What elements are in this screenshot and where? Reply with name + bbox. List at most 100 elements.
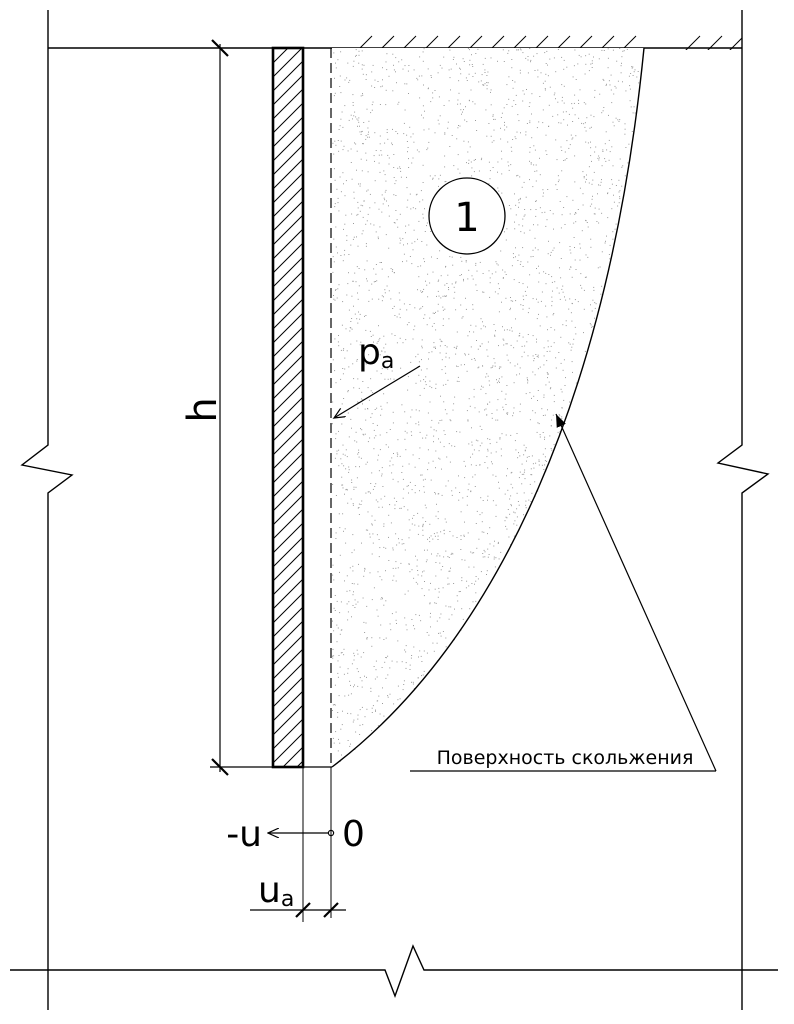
stipple-dot [353,305,354,307]
stipple-dot [536,356,538,357]
stipple-dot [546,372,548,374]
stipple-dot [383,715,385,717]
stipple-dot [528,456,530,457]
stipple-dot [519,367,521,369]
stipple-dot [391,613,393,615]
stipple-dot [566,140,568,142]
stipple-dot [441,468,442,470]
stipple-dot [358,503,360,505]
stipple-dot [363,122,365,123]
stipple-dot [475,159,476,160]
stipple-dot [396,82,397,84]
stipple-dot [460,68,461,70]
stipple-dot [355,143,357,145]
stipple-dot [573,237,575,238]
stipple-dot [424,581,425,582]
stipple-dot [546,219,548,221]
stipple-dot [439,115,441,117]
stipple-dot [519,69,521,71]
stipple-dot [334,203,336,205]
stipple-dot [619,196,621,198]
stipple-dot [624,175,626,177]
stipple-dot [355,116,357,118]
stipple-dot [361,233,363,235]
stipple-dot [356,236,357,238]
stipple-dot [335,289,336,291]
stipple-dot [348,119,350,121]
stipple-dot [398,542,400,544]
stipple-dot [422,526,424,528]
stipple-dot [561,416,563,418]
stipple-dot [579,243,581,245]
stipple-dot [500,366,502,368]
stipple-dot [450,420,452,422]
stipple-dot [454,608,455,610]
stipple-dot [412,249,414,251]
stipple-dot [536,341,537,343]
stipple-dot [417,533,419,535]
stipple-dot [365,419,367,421]
stipple-dot [382,486,384,487]
stipple-dot [435,329,437,331]
stipple-dot [526,460,527,462]
stipple-dot [480,159,482,161]
stipple-dot [365,223,367,225]
stipple-dot [340,140,342,142]
stipple-dot [399,168,401,169]
stipple-dot [539,96,541,97]
stipple-dot [437,72,439,74]
stipple-dot [397,226,399,228]
stipple-dot [358,54,360,56]
stipple-dot [445,637,447,639]
stipple-dot [499,437,501,439]
stipple-dot [505,297,507,299]
stipple-dot [439,617,441,619]
soil-wedge [332,48,644,767]
stipple-dot [386,432,388,434]
stipple-dot [517,501,519,502]
stipple-dot [381,268,383,270]
stipple-dot [343,254,345,256]
stipple-dot [372,542,374,544]
stipple-dot [506,228,508,230]
stipple-dot [390,629,392,631]
stipple-dot [511,505,512,507]
stipple-dot [348,366,350,368]
stipple-dot [385,89,387,91]
stipple-dot [355,731,357,733]
stipple-dot [448,606,450,608]
stipple-dot [413,229,415,231]
stipple-dot [353,60,355,62]
stipple-dot [533,224,534,226]
stipple-dot [407,147,409,148]
stipple-dot [563,119,565,121]
stipple-dot [427,538,428,540]
stipple-dot [459,591,461,592]
stipple-dot [381,300,383,302]
stipple-dot [423,379,425,381]
stipple-dot [361,542,362,544]
stipple-dot [435,562,437,563]
stipple-dot [338,129,340,130]
stipple-dot [591,203,593,205]
stipple-dot [332,704,334,706]
stipple-dot [406,134,408,136]
stipple-dot [406,141,408,142]
stipple-dot [544,211,546,213]
stipple-dot [333,295,334,296]
stipple-dot [359,344,361,346]
stipple-dot [555,139,557,141]
stipple-dot [339,75,341,77]
stipple-dot [438,178,440,180]
stipple-dot [431,419,433,421]
stipple-dot [519,332,521,334]
stipple-dot [408,158,409,160]
stipple-dot [441,369,443,371]
stipple-dot [381,667,383,668]
stipple-dot [548,104,550,106]
stipple-dot [577,301,579,303]
ua-tick-left [295,902,311,918]
stipple-dot [355,603,357,605]
stipple-dot [636,76,638,78]
stipple-dot [332,655,333,657]
